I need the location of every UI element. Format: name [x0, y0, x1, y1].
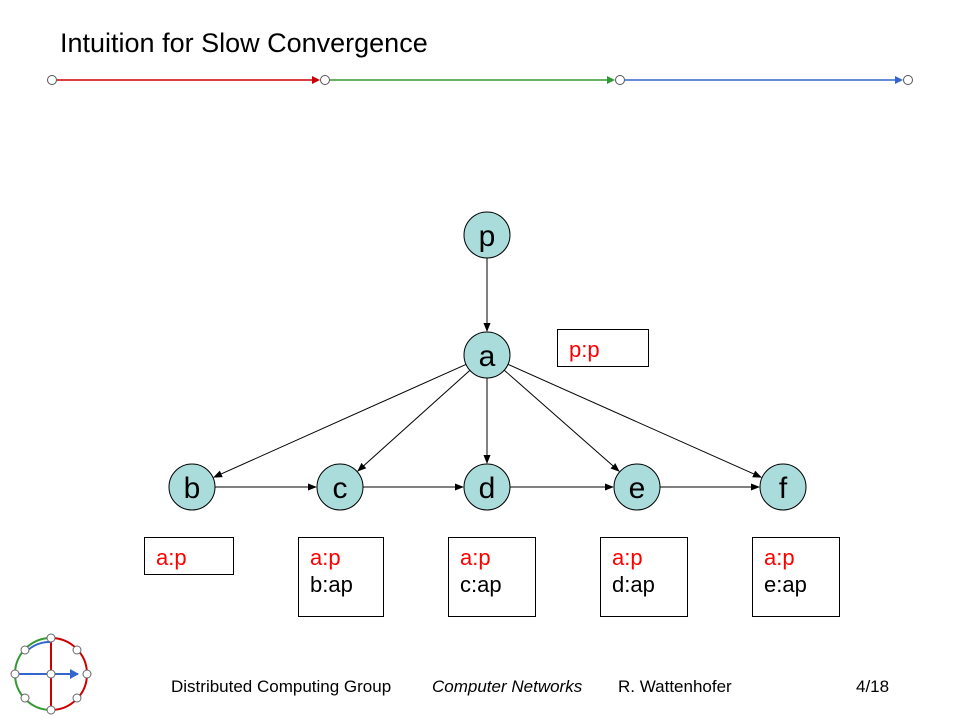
- routing-entry: a:p: [310, 545, 341, 570]
- routing-entry: a:p: [612, 545, 643, 570]
- footer-author: R. Wattenhofer: [618, 677, 732, 696]
- routing-entry: a:p: [156, 545, 187, 570]
- header-bar-arrowhead: [895, 76, 903, 84]
- header-bar-dot: [47, 75, 57, 85]
- node-e-circle: [613, 463, 661, 511]
- node-p-label: p: [479, 220, 496, 253]
- node-f-circle: [759, 463, 807, 511]
- node-a-label: a: [479, 340, 496, 373]
- routing-entry: d:ap: [612, 572, 655, 597]
- edge-a-e: [503, 369, 620, 472]
- diagram-edges: [213, 258, 762, 491]
- slide-title: Intuition for Slow Convergence: [60, 28, 428, 58]
- routing-entry: a:p: [460, 545, 491, 570]
- edge-a-b: [213, 363, 467, 478]
- node-e: e: [613, 463, 661, 511]
- node-d-label: d: [479, 472, 496, 505]
- node-a-circle: [463, 331, 511, 379]
- routing-entry: c:ap: [460, 572, 502, 597]
- edge-a-f: [507, 363, 762, 478]
- footer-page-number: 4/18: [856, 677, 890, 696]
- routing-entry: e:ap: [764, 572, 807, 597]
- diagram-nodes: p a b c d e f: [168, 211, 807, 511]
- node-c-label: c: [333, 472, 348, 505]
- header-bar-dot: [615, 75, 625, 85]
- header-bar-dot: [903, 75, 913, 85]
- node-p-circle: [463, 211, 511, 259]
- footer-course: Computer Networks: [432, 677, 583, 696]
- routing-table-a: p:p: [557, 329, 649, 367]
- node-f-label: f: [779, 472, 788, 505]
- routing-table-b: a:p: [144, 537, 234, 575]
- routing-entry: p:p: [569, 337, 600, 362]
- routing-entry: a:p: [764, 545, 795, 570]
- header-bar-arrowhead: [312, 76, 320, 84]
- node-b-label: b: [184, 472, 201, 505]
- node-b-circle: [168, 463, 216, 511]
- node-c: c: [316, 463, 364, 511]
- node-c-circle: [316, 463, 364, 511]
- routing-entry: b:ap: [310, 572, 353, 597]
- footer-group: Distributed Computing Group: [171, 677, 392, 696]
- node-e-label: e: [629, 472, 646, 505]
- edge-a-c: [357, 369, 471, 472]
- header-bar: [47, 75, 913, 85]
- node-d-circle: [463, 463, 511, 511]
- header-bar-dot: [320, 75, 330, 85]
- dcg-logo-icon: [10, 633, 92, 715]
- node-d: d: [463, 463, 511, 511]
- node-f: f: [759, 463, 807, 511]
- node-p: p: [463, 211, 511, 259]
- footer: Distributed Computing Group Computer Net…: [0, 677, 960, 701]
- node-a: a: [463, 331, 511, 379]
- node-b: b: [168, 463, 216, 511]
- header-bar-arrowhead: [607, 76, 615, 84]
